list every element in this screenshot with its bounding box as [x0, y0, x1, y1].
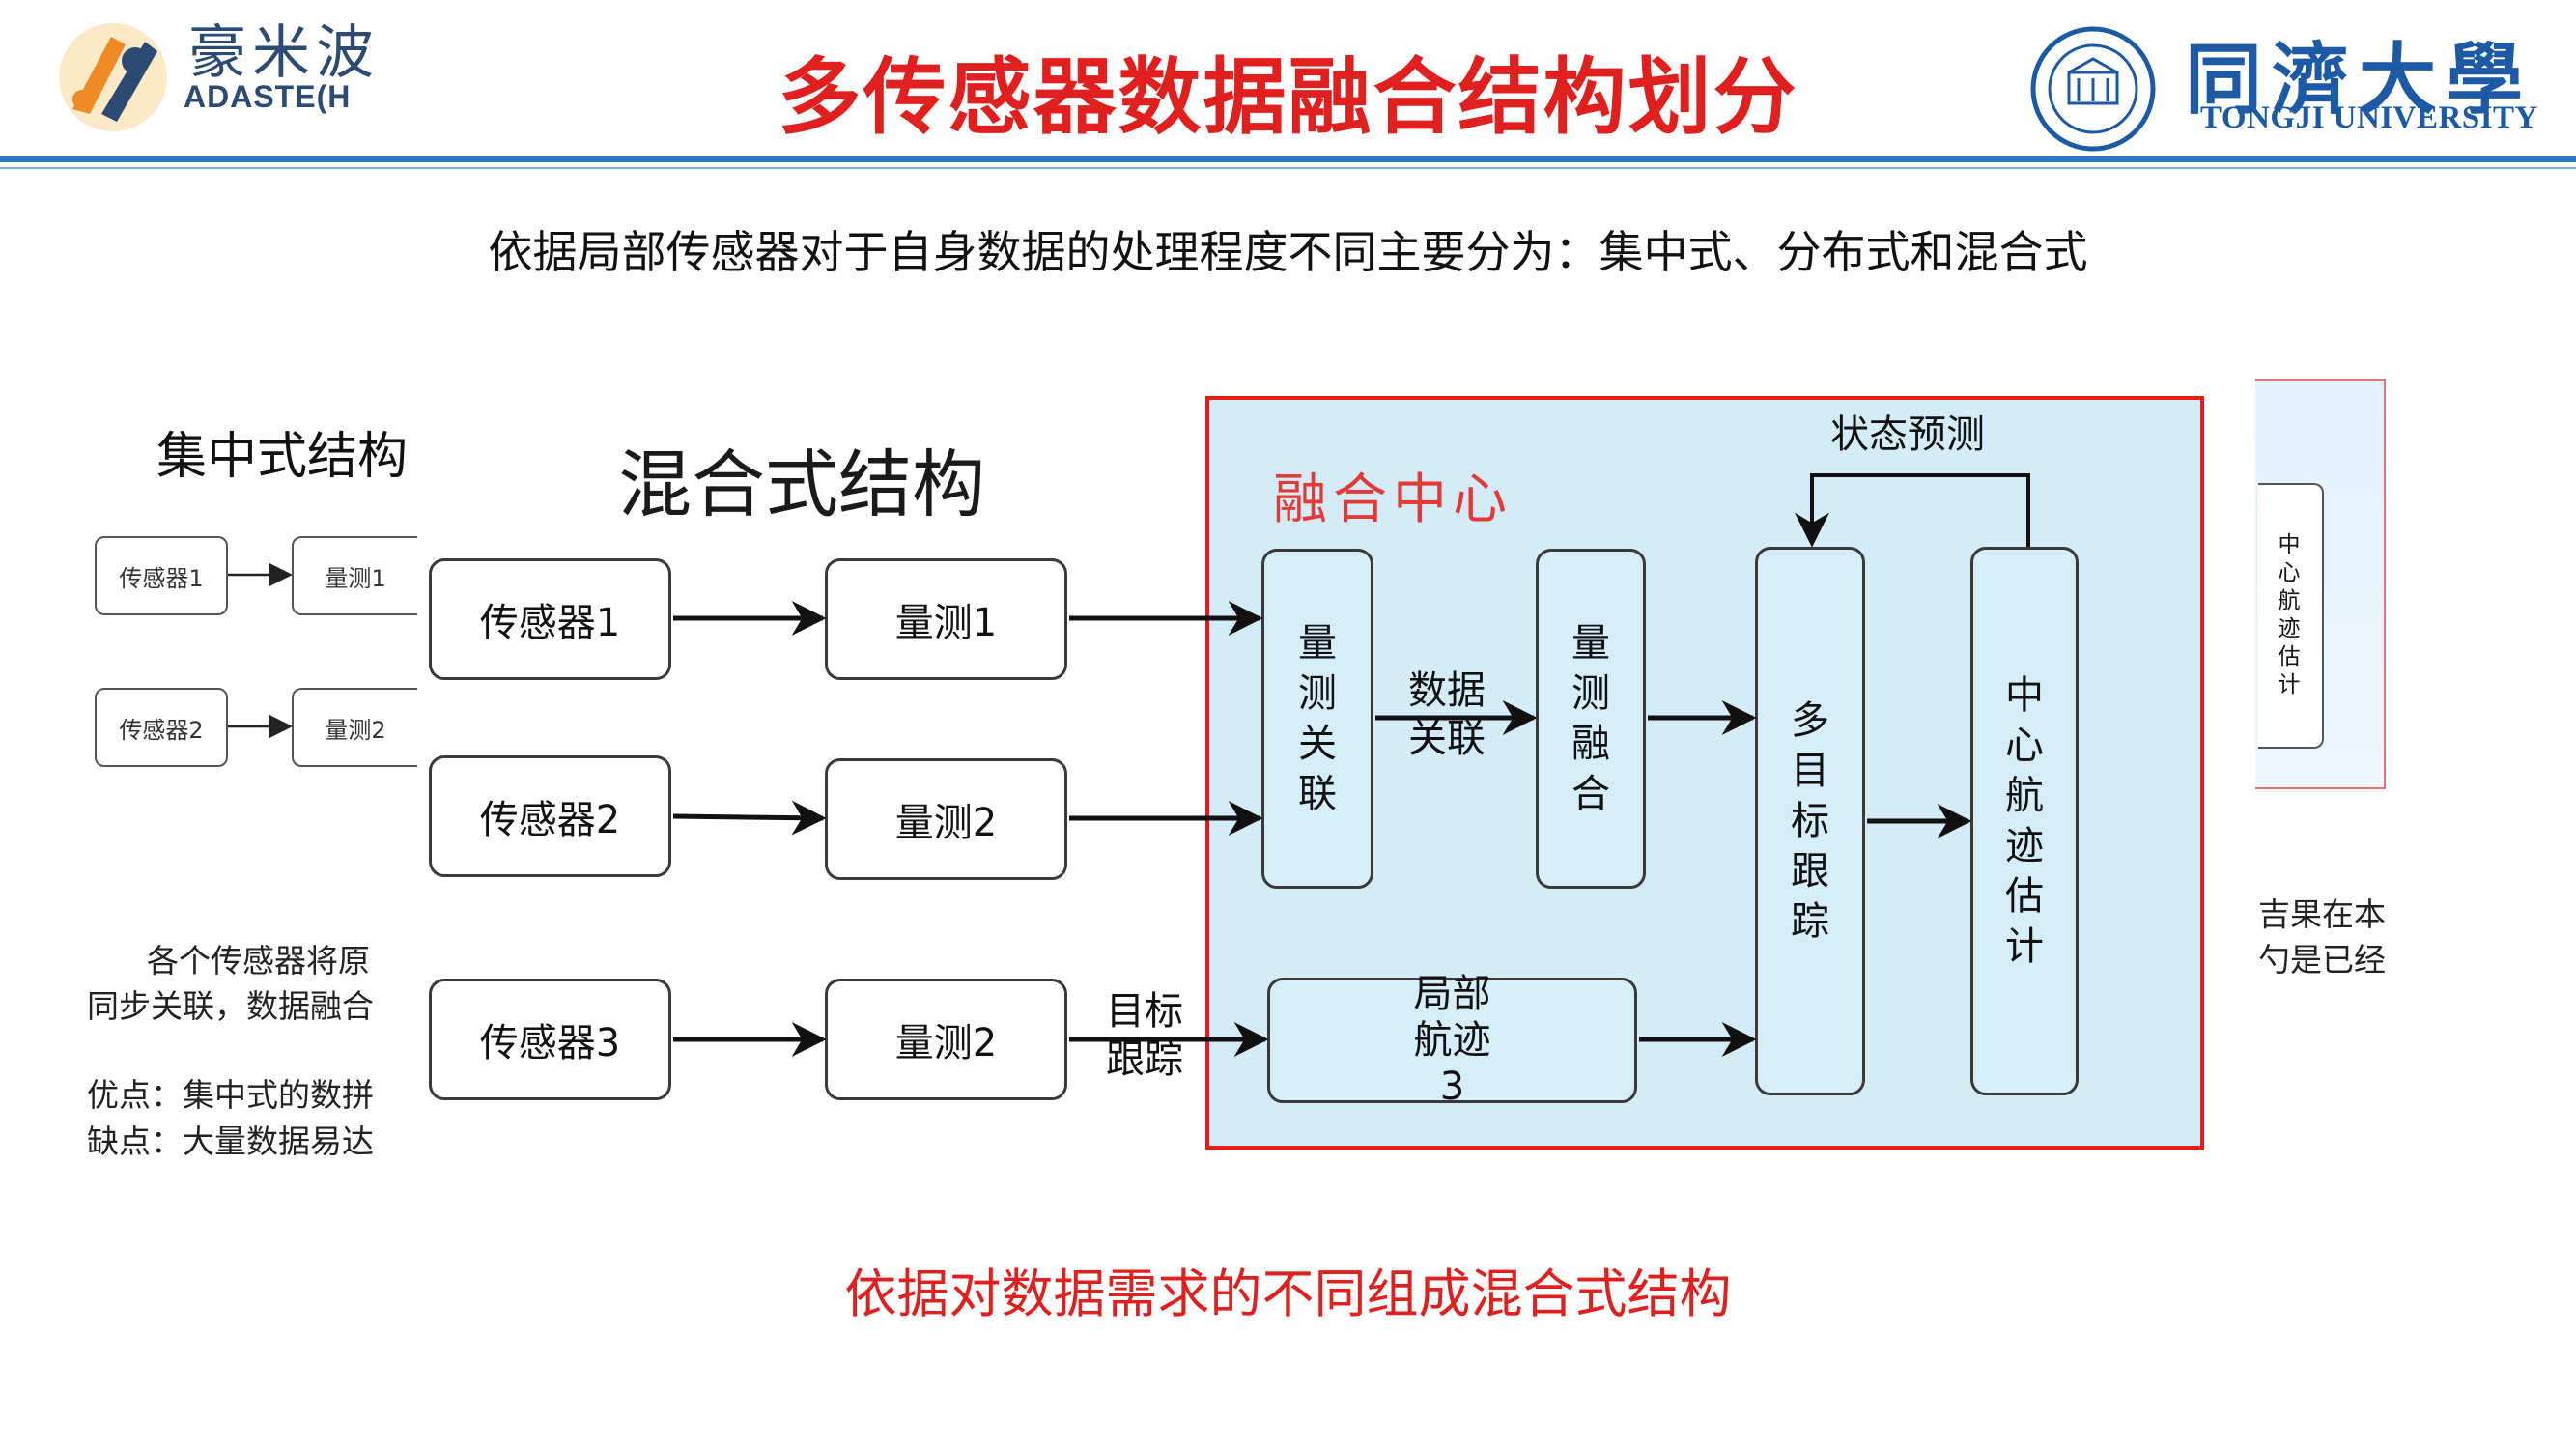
bg-arrows — [228, 562, 293, 739]
central-track-estimation-node: 中心航迹估计 — [1970, 547, 2079, 1095]
measure-association-label: 量测关联 — [1298, 621, 1337, 816]
state-prediction-label: 状态预测 — [1830, 412, 1985, 457]
header-rule-bottom — [0, 167, 2576, 169]
logo-left-name-en: ADASTE(H — [184, 79, 352, 114]
logo-left-name-cn: 豪米波 — [188, 19, 380, 87]
sensor-3-node: 传感器3 — [429, 979, 671, 1100]
multi-target-tracking-label: 多目标跟踪 — [1791, 698, 1829, 944]
subtitle: 依据局部传感器对于自身数据的处理程度不同主要分为：集中式、分布式和混合式 — [488, 226, 2088, 278]
bg-text-line-1: 各个传感器将原 — [147, 942, 370, 980]
centralized-structure-title: 集中式结构 — [156, 428, 409, 486]
hybrid-structure-title: 混合式结构 — [618, 441, 985, 527]
sensor-1-node: 传感器1 — [429, 558, 671, 680]
local-track-node: 局部航迹3 — [1267, 972, 1637, 1109]
central-track-estimation-label: 中心航迹估计 — [2005, 673, 2044, 969]
measure-1-node: 量测1 — [825, 558, 1067, 680]
bg-right-text-line-1: 吉果在本 — [2258, 895, 2386, 933]
measure-association-node: 量测关联 — [1261, 549, 1373, 889]
data-association-label: 数据关联 — [1408, 668, 1486, 761]
tongji-seal-icon — [2030, 26, 2156, 152]
measure-fusion-node: 量测融合 — [1536, 549, 1646, 889]
bg-measure-1: 量测1 — [292, 536, 417, 615]
multi-target-tracking-node: 多目标跟踪 — [1755, 547, 1865, 1095]
measure-fusion-label: 量测融合 — [1571, 621, 1610, 816]
bg-right-text-line-2: 勺是已经 — [2258, 941, 2386, 979]
adastech-logo-icon — [59, 23, 167, 131]
logo-right-name-en: TONGJI UNIVERSITY — [2200, 100, 2538, 135]
bg-track-box-fragment — [2258, 483, 2324, 749]
local-track-label: 局部航迹3 — [1413, 972, 1491, 1109]
header-rule-top — [0, 156, 2576, 162]
bg-text-line-4: 缺点：大量数据易达 — [87, 1122, 374, 1160]
logo-right-name-cn: 同濟大學 — [2185, 34, 2533, 125]
bg-text-line-3: 优点：集中式的数拼 — [87, 1076, 374, 1114]
fusion-center-label: 融合中心 — [1273, 469, 1513, 531]
bottom-note: 依据对数据需求的不同组成混合式结构 — [844, 1264, 1732, 1324]
sensor-2-node: 传感器2 — [429, 755, 671, 877]
bg-sensor-1: 传感器1 — [95, 536, 228, 615]
bg-track-box-label: 中心航迹估计 — [2278, 532, 2301, 697]
bg-measure-2: 量测2 — [292, 688, 417, 767]
bg-sensor-2: 传感器2 — [95, 688, 228, 767]
bg-text-line-2: 同步关联，数据融合 — [87, 987, 374, 1025]
page-title: 多传感器数据融合结构划分 — [778, 49, 1798, 146]
target-tracking-label: 目标跟踪 — [1106, 989, 1183, 1082]
